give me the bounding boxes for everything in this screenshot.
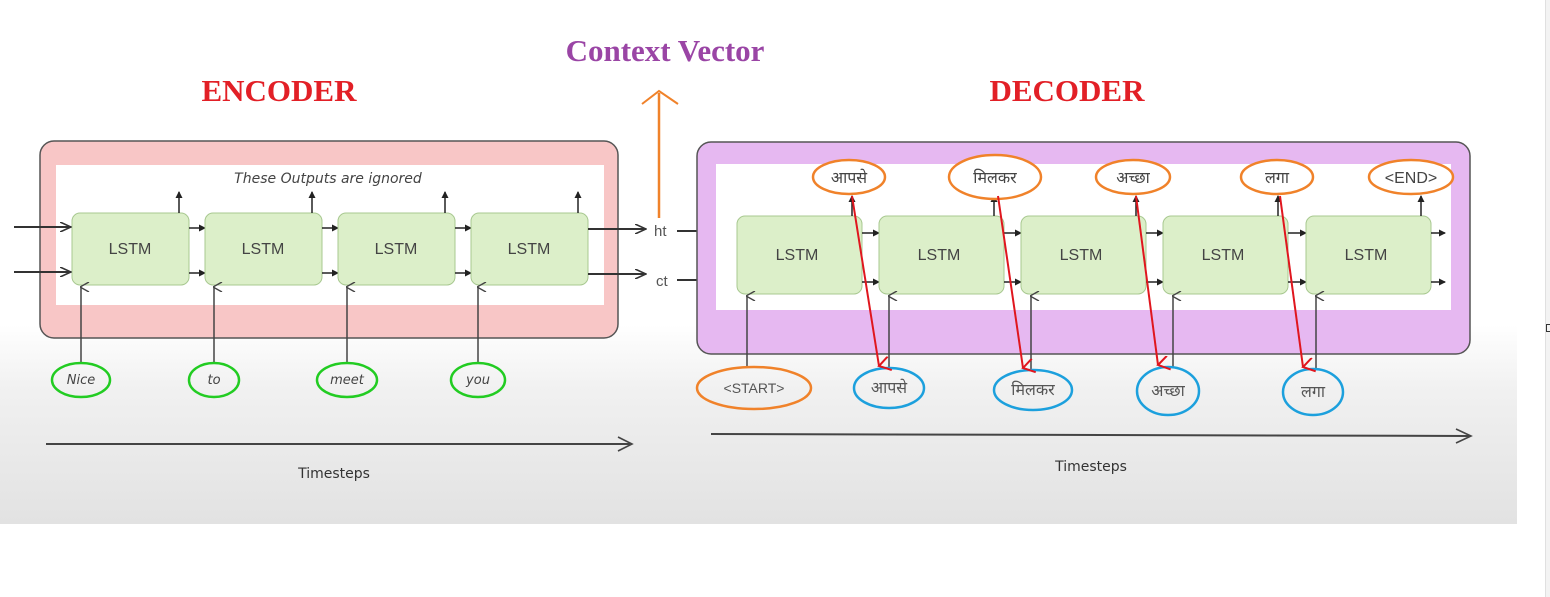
encoder-axis-label: Timesteps	[297, 466, 370, 482]
context-vector-arrow	[641, 89, 679, 218]
input-ring	[50, 361, 112, 399]
lstm-cell-label: LSTM	[776, 247, 819, 264]
lstm-cell-box	[71, 212, 190, 286]
input-ring	[187, 361, 241, 399]
feedback-arrow	[1279, 195, 1303, 367]
lstm-cell-box	[470, 212, 589, 286]
lstm-cell-box	[878, 215, 1005, 295]
encoder-title: ENCODER	[201, 73, 357, 108]
decoder-lstm-cell: LSTM	[1305, 195, 1446, 295]
decoder-output-token: <END>	[1367, 158, 1455, 196]
lstm-cell-box	[204, 212, 323, 286]
lstm-cell-label: LSTM	[242, 241, 285, 258]
hidden-state-label: ht	[654, 223, 667, 240]
input-word: आपसे	[871, 378, 908, 397]
lstm-cell-box	[1305, 215, 1432, 295]
ignored-outputs-note: These Outputs are ignored	[234, 171, 422, 187]
lstm-cell-label: LSTM	[918, 247, 961, 264]
input-word: अच्छा	[1151, 383, 1185, 400]
feedback-arrow	[1135, 195, 1158, 365]
output-word: <END>	[1385, 170, 1437, 187]
input-word: Nice	[67, 373, 95, 388]
context-vector-title: Context Vector	[566, 33, 765, 68]
encoder-input-token: Nice	[50, 287, 112, 399]
lstm-cell-label: LSTM	[1060, 247, 1103, 264]
decoder-output-token: अच्छा	[1094, 158, 1172, 196]
output-ring	[1367, 158, 1455, 196]
decoder-lstm-cell: LSTM	[1020, 195, 1164, 295]
input-word: <START>	[724, 380, 785, 396]
output-word: आपसे	[831, 168, 868, 187]
lstm-cell-label: LSTM	[1202, 247, 1245, 264]
encoder-lstm-cell: LSTM	[71, 191, 206, 286]
feedback-arrow	[851, 195, 879, 366]
encoder-lstm-cell: LSTM	[470, 191, 589, 286]
input-word: to	[207, 373, 220, 388]
encoder-input-token: you	[449, 287, 507, 399]
decoder-axis-label: Timesteps	[1054, 459, 1127, 475]
output-ring	[1239, 158, 1315, 196]
input-ring	[315, 361, 379, 399]
encoder-lstm-cell: LSTM	[337, 191, 472, 286]
lstm-cell-box	[1020, 215, 1147, 295]
input-word: मिलकर	[1011, 380, 1055, 399]
scrollbar[interactable]	[1545, 0, 1550, 597]
input-ring	[695, 365, 813, 411]
cell-state-label: ct	[656, 273, 669, 290]
output-ring	[811, 158, 887, 196]
decoder-lstm-cell: LSTM	[736, 195, 880, 295]
lstm-cell-label: LSTM	[109, 241, 152, 258]
encoder-input-token: meet	[315, 287, 379, 399]
input-word: you	[465, 373, 490, 388]
scrollbar-marker	[1546, 324, 1550, 332]
output-ring	[1094, 158, 1172, 196]
output-word: मिलकर	[973, 168, 1017, 187]
encoder-input-token: to	[187, 287, 241, 399]
output-ring	[947, 153, 1043, 201]
encoder-lstm-cell: LSTM	[204, 191, 339, 286]
input-ring	[449, 361, 507, 399]
decoder-title: DECODER	[989, 73, 1145, 108]
decoder-lstm-cell: LSTM	[1162, 195, 1307, 295]
feedback-arrow	[997, 195, 1023, 368]
decoder-output-token: आपसे	[811, 158, 887, 196]
decoder-input-token: <START>	[695, 296, 813, 411]
decoder-output-token: लगा	[1239, 158, 1315, 196]
output-word: अच्छा	[1116, 170, 1150, 187]
decoder-lstm-cell: LSTM	[878, 195, 1022, 295]
lstm-cell-label: LSTM	[375, 241, 418, 258]
decoder-output-token: मिलकर	[947, 153, 1043, 201]
output-word: लगा	[1265, 170, 1290, 187]
lstm-cell-box	[337, 212, 456, 286]
lstm-cell-label: LSTM	[508, 241, 551, 258]
input-word: लगा	[1301, 384, 1326, 401]
decoder-timestep-axis	[710, 428, 1473, 444]
lstm-cell-label: LSTM	[1345, 247, 1388, 264]
encoder-timestep-axis	[46, 436, 634, 452]
input-word: meet	[330, 373, 365, 388]
